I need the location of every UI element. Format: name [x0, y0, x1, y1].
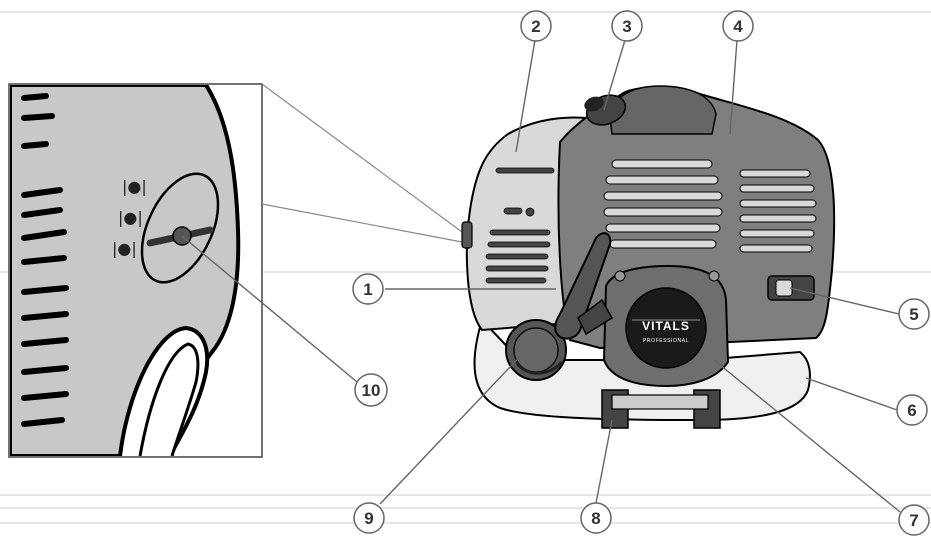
- starter-handle: [554, 232, 614, 340]
- switch-symbol-off: |●|: [112, 239, 137, 258]
- svg-text:10: 10: [362, 381, 381, 400]
- callout-leaders: [181, 39, 901, 513]
- brand-badge: [625, 287, 707, 369]
- base-feet: [601, 389, 721, 429]
- engine-unit: VITALS PROFESSIONAL: [461, 85, 836, 429]
- callout-10: 10: [354, 373, 388, 407]
- starter-housing: VITALS PROFESSIONAL: [602, 264, 730, 388]
- callout-4: 4: [722, 10, 754, 42]
- inset-magnified-view: |●| |●| |●|: [8, 83, 263, 458]
- callout-6: 6: [896, 394, 928, 426]
- shroud-vents: [485, 167, 555, 284]
- inset-cooling-fins: [21, 93, 69, 427]
- cooling-grille: [603, 159, 817, 253]
- svg-text:5: 5: [909, 305, 918, 324]
- callout-8: 8: [580, 502, 612, 534]
- svg-text:3: 3: [622, 17, 631, 36]
- fuel-tank-cap: [505, 319, 567, 381]
- svg-text:8: 8: [591, 509, 600, 528]
- brand-logo: VITALS: [642, 319, 690, 333]
- inset-projection-lines: [261, 83, 463, 243]
- callout-5: 5: [898, 298, 930, 330]
- callout-2: 2: [520, 10, 552, 42]
- callout-3: 3: [611, 10, 643, 42]
- svg-text:1: 1: [363, 280, 372, 299]
- air-filter-knob: [584, 94, 627, 126]
- svg-text:6: 6: [907, 401, 916, 420]
- callout-7: 7: [898, 504, 930, 536]
- switch-symbol-choke: |●|: [118, 208, 143, 227]
- callout-9: 9: [353, 502, 385, 534]
- brand-subtitle: PROFESSIONAL: [643, 338, 689, 344]
- callout-1: 1: [352, 273, 384, 305]
- inset-switch-ring: [140, 172, 220, 284]
- side-switch: [461, 221, 473, 249]
- svg-text:9: 9: [364, 509, 373, 528]
- switch-symbol-on: |●|: [122, 177, 147, 196]
- svg-text:7: 7: [909, 511, 918, 530]
- svg-text:2: 2: [531, 17, 540, 36]
- svg-text:4: 4: [733, 17, 743, 36]
